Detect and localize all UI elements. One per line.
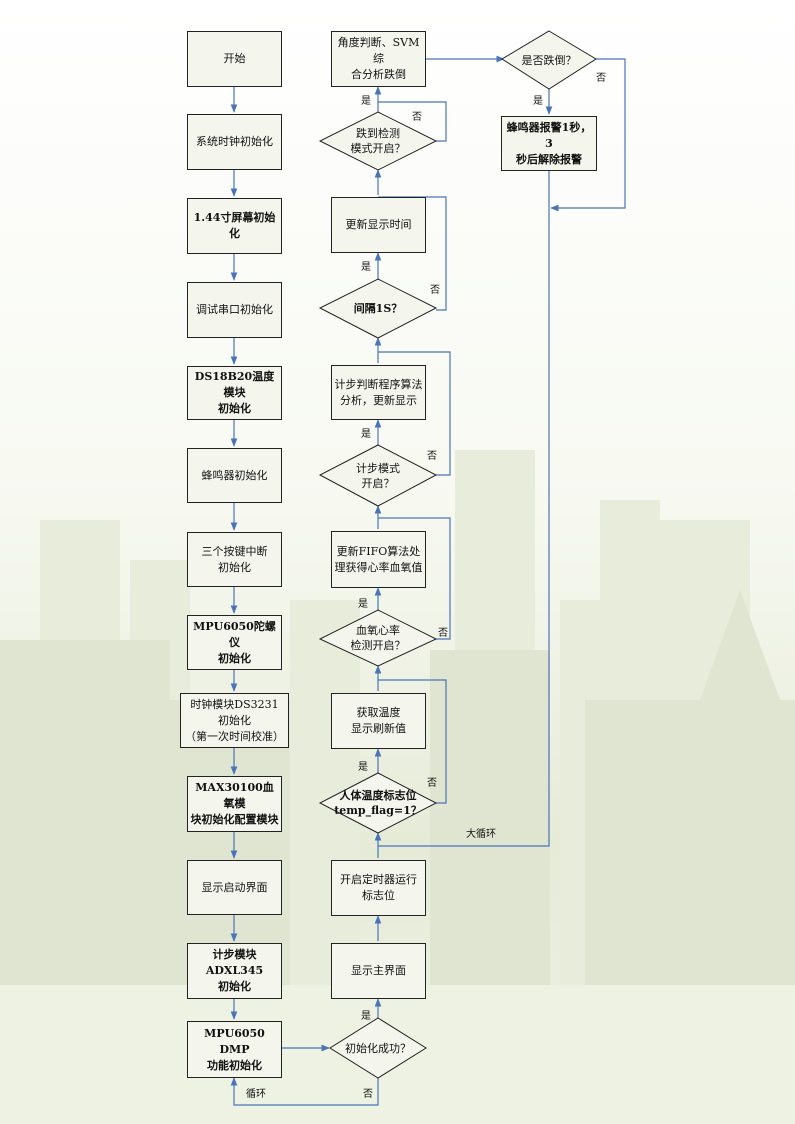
yes-label: 是 bbox=[358, 762, 368, 773]
timer-flag-box: 开启定时器运行 标志位 bbox=[331, 860, 426, 916]
is-fall-question: 是否跌倒？ bbox=[521, 53, 577, 67]
big-loop-label: 大循环 bbox=[466, 829, 496, 840]
start-box: 开始 bbox=[187, 31, 282, 87]
no-label: 否 bbox=[363, 1089, 373, 1100]
system-clock-init-box: 系统时钟初始化 bbox=[187, 114, 282, 170]
key-interrupt-init-box: 三个按键中断 初始化 bbox=[187, 532, 282, 587]
spo2-mode-diamond bbox=[318, 609, 438, 667]
step-algorithm-box: 计步判断程序算法 分析，更新显示 bbox=[331, 365, 426, 420]
max30100-init-box: MAX30100血氧模 块初始化配置模块 bbox=[187, 776, 282, 832]
step-mode-diamond bbox=[318, 444, 438, 507]
no-label: 否 bbox=[412, 112, 422, 123]
buzzer-init-box: 蜂鸣器初始化 bbox=[187, 448, 282, 503]
no-label: 否 bbox=[596, 73, 606, 84]
init-ok-question: 初始化成功？ bbox=[345, 1041, 411, 1055]
adxl345-init-box: 计步模块ADXL345 初始化 bbox=[187, 943, 282, 999]
fall-analysis-box: 角度判断、SVM综 合分析跌倒 bbox=[331, 31, 426, 87]
no-label: 否 bbox=[427, 451, 437, 462]
ds3231-init-box: 时钟模块DS3231 初始化 （第一次时间校准） bbox=[180, 693, 289, 748]
update-time-box: 更新显示时间 bbox=[331, 197, 426, 253]
mpu6050-init-box: MPU6050陀螺仪 初始化 bbox=[187, 615, 282, 670]
mpu6050-dmp-init-box: MPU6050 DMP 功能初始化 bbox=[187, 1021, 282, 1078]
serial-init-box: 调试串口初始化 bbox=[187, 282, 282, 338]
yes-label: 是 bbox=[533, 96, 543, 107]
no-label: 否 bbox=[438, 628, 448, 639]
yes-label: 是 bbox=[361, 262, 371, 273]
buzzer-alarm-box: 蜂鸣器报警1秒，3 秒后解除报警 bbox=[501, 116, 597, 171]
get-temperature-box: 获取温度 显示刷新值 bbox=[331, 693, 426, 749]
yes-label: 是 bbox=[358, 599, 368, 610]
temp-flag-question: 人体温度标志位 temp_flag=1？ bbox=[334, 789, 422, 817]
show-boot-ui-box: 显示启动界面 bbox=[187, 860, 282, 915]
temp-flag-diamond bbox=[318, 772, 438, 834]
yes-label: 是 bbox=[361, 429, 371, 440]
show-main-ui-box: 显示主界面 bbox=[331, 943, 426, 999]
step-mode-question: 计步模式 开启？ bbox=[356, 461, 400, 490]
init-ok-diamond bbox=[329, 1017, 427, 1079]
yes-label: 是 bbox=[361, 1011, 371, 1022]
fall-mode-diamond bbox=[318, 111, 438, 171]
no-label: 否 bbox=[427, 778, 437, 789]
interval-diamond bbox=[318, 278, 438, 339]
loop-label: 循环 bbox=[246, 1089, 266, 1100]
spo2-mode-question: 血氧心率 检测开启？ bbox=[350, 624, 406, 652]
ds18b20-init-box: DS18B20温度模块 初始化 bbox=[187, 366, 282, 420]
screen-init-box: 1.44寸屏幕初始化 bbox=[187, 198, 282, 254]
interval-question: 间隔1S？ bbox=[353, 302, 403, 315]
fifo-heart-rate-box: 更新FIFO算法处 理获得心率血氧值 bbox=[331, 531, 426, 588]
is-fall-diamond bbox=[501, 30, 597, 90]
fall-mode-question: 跌到检测 模式开启？ bbox=[350, 127, 406, 155]
no-label: 否 bbox=[430, 285, 440, 296]
yes-label: 是 bbox=[361, 96, 371, 107]
